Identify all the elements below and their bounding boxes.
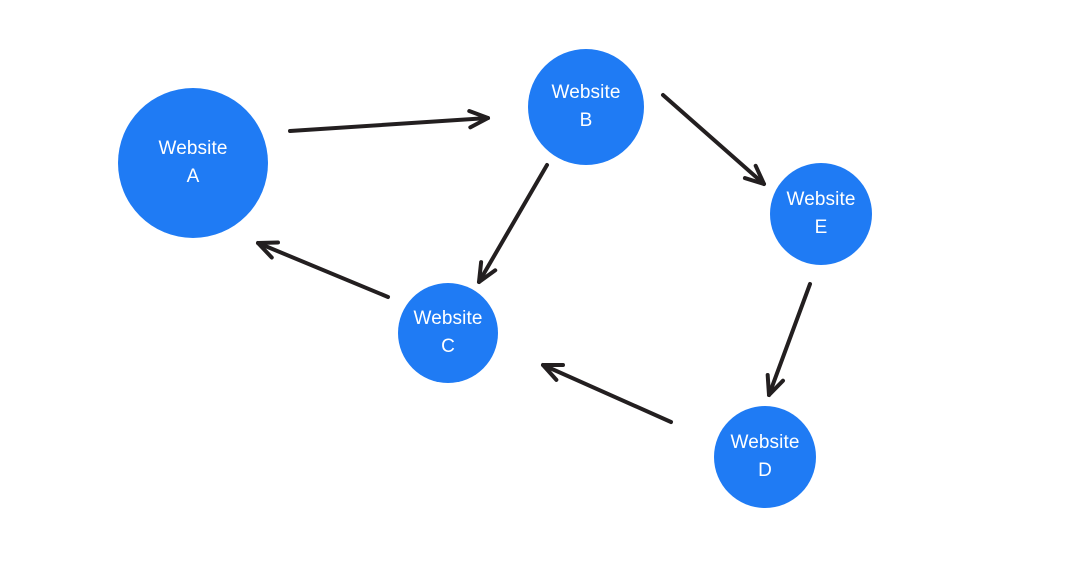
arrowhead-icon xyxy=(541,362,565,382)
node-label-identifier: C xyxy=(441,336,455,357)
edge-e-to-d xyxy=(765,282,812,397)
edge-b-to-c xyxy=(477,163,549,284)
node-label-identifier: B xyxy=(579,110,593,131)
edge-d-to-c xyxy=(541,362,673,424)
edge-b-to-e xyxy=(661,93,766,186)
node-label-identifier: D xyxy=(758,460,772,481)
edge-a-to-b xyxy=(288,109,490,133)
node-label-primary: Website xyxy=(413,308,483,330)
node-label-identifier: A xyxy=(186,166,200,187)
edge-shaft xyxy=(288,116,490,133)
edge-shaft xyxy=(767,282,812,397)
edge-shaft xyxy=(541,363,673,424)
arrowhead-icon xyxy=(477,260,498,284)
edge-c-to-a xyxy=(256,240,390,299)
edge-shaft xyxy=(661,93,766,186)
arrowhead-icon xyxy=(467,109,490,130)
edge-shaft xyxy=(477,163,549,284)
node-label-primary: Website xyxy=(730,432,800,454)
node-label-identifier: E xyxy=(814,217,828,238)
node-label-primary: Website xyxy=(786,189,856,211)
arrowhead-icon xyxy=(256,240,280,260)
edge-shaft xyxy=(256,241,390,299)
node-label-primary: Website xyxy=(158,138,228,160)
arrowhead-icon xyxy=(765,373,785,397)
node-label-primary: Website xyxy=(551,82,621,104)
arrowhead-icon xyxy=(742,163,766,186)
